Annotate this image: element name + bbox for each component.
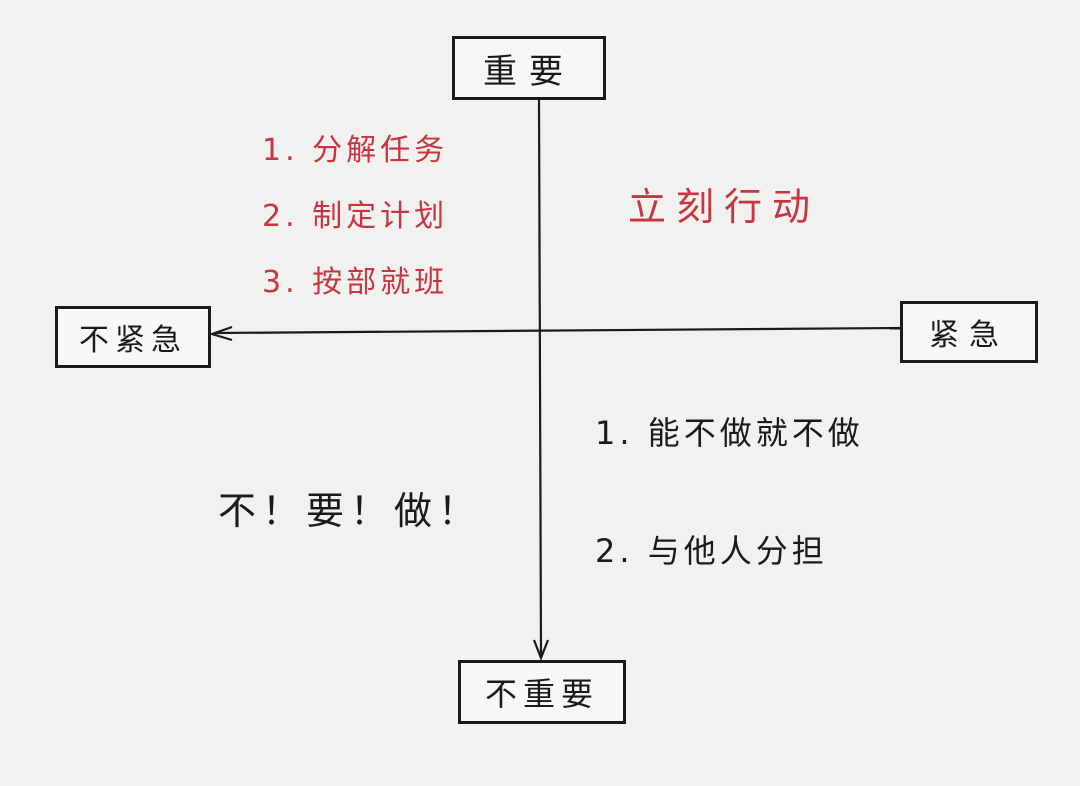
left-arrow-icon: [208, 325, 233, 342]
vertical-axis: [537, 99, 543, 656]
axis-label-urgent: 紧急: [900, 301, 1038, 363]
axis-label-not-important: 不重要: [458, 660, 626, 724]
list-item: 1. 能不做就不做: [595, 414, 864, 452]
horizontal-axis: [214, 326, 901, 335]
axis-label-not-urgent: 不紧急: [55, 306, 211, 368]
list-item: 2. 制定计划: [262, 199, 449, 234]
quadrant-not-important-not-urgent-text: 不！要！做！: [218, 489, 483, 533]
axis-label-important: 重要: [452, 36, 606, 100]
quadrant-important-urgent-text: 立刻行动: [628, 185, 821, 229]
list-item: 3. 按部就班: [262, 265, 449, 300]
quadrant-important-not-urgent-list: 1. 分解任务 2. 制定计划 3. 按部就班: [262, 118, 448, 316]
quadrant-not-important-urgent-list: 1. 能不做就不做 2. 与他人分担: [595, 408, 864, 572]
list-item: 1. 分解任务: [262, 133, 449, 168]
list-item: 2. 与他人分担: [595, 532, 828, 570]
down-arrow-icon: [532, 639, 550, 662]
